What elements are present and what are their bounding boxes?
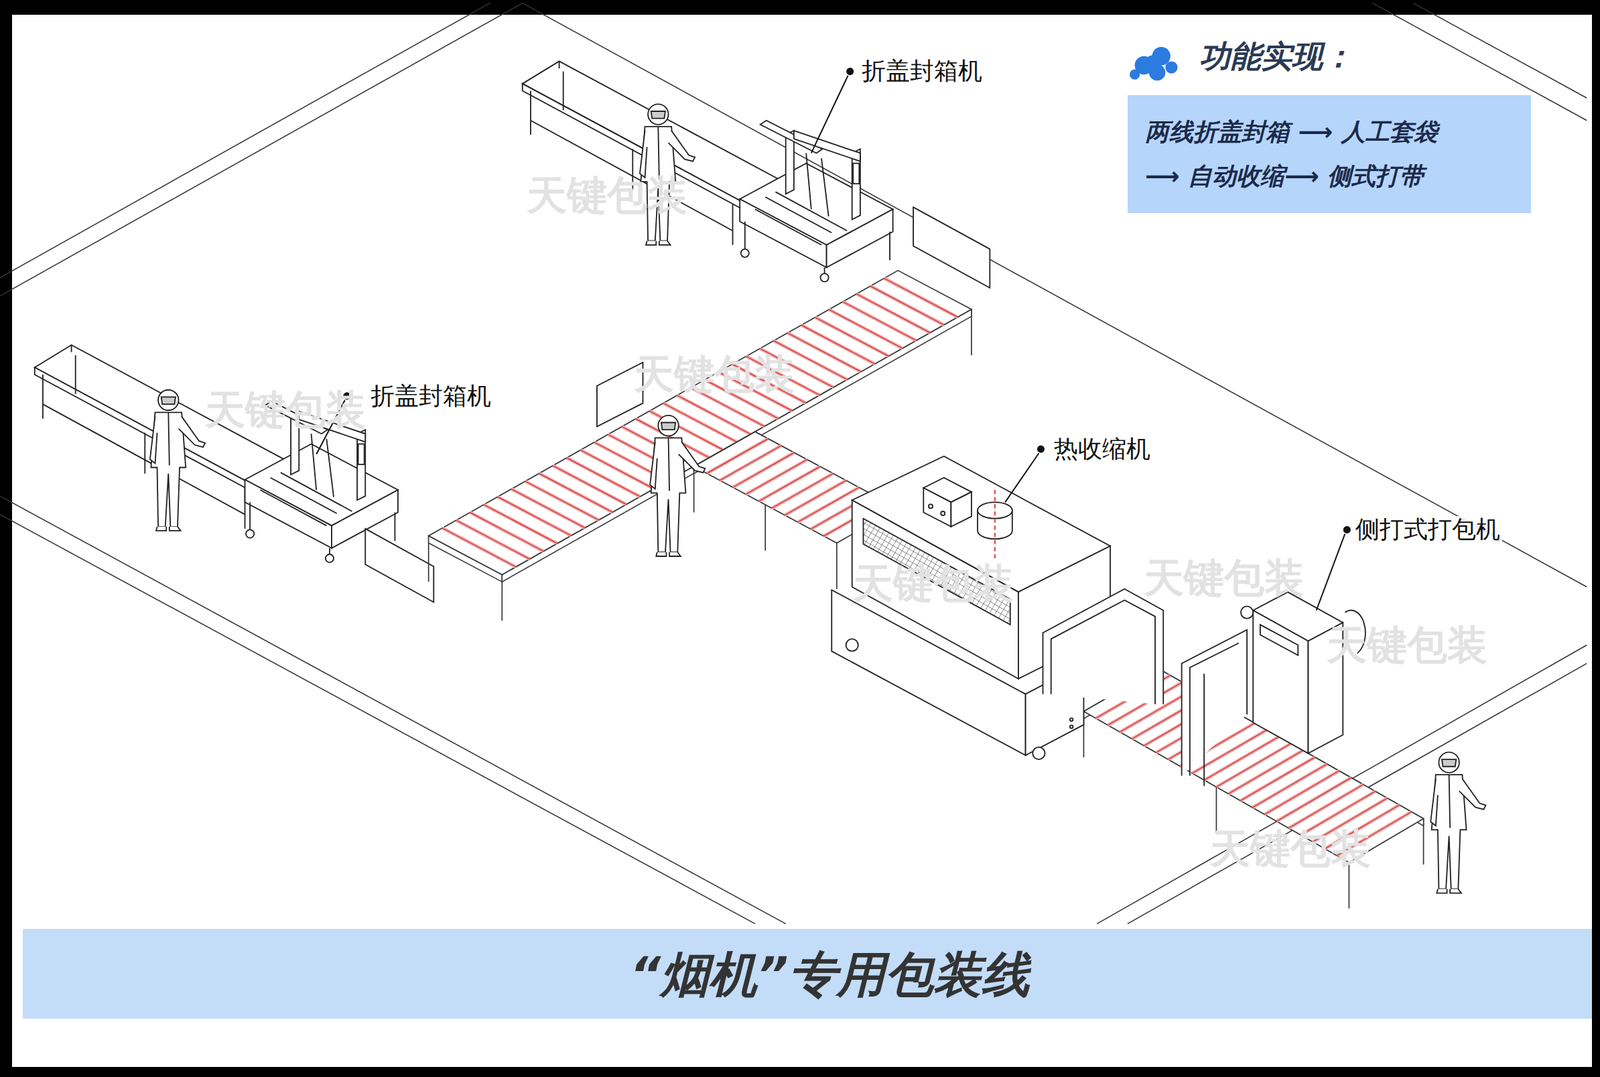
watermark: 天键包装 [1326,623,1488,666]
machine-label: 侧打式打包机 [1353,515,1503,543]
roller [771,473,833,509]
roller [884,278,959,317]
machine-label: 折盖封箱机 [368,382,494,410]
roller [784,480,846,516]
roller [732,452,794,488]
roller [759,466,821,502]
roller [759,466,821,502]
roller [745,459,807,495]
machine-label: 热收缩机 [1051,435,1153,463]
roller [771,473,833,509]
watermark: 天键包装 [1210,826,1371,870]
roller [732,452,794,488]
title-band: “烟机”专用包装线 [22,928,1592,1019]
watermark: 天键包装 [852,561,1014,605]
plant-drawing [0,3,1587,924]
box-heading: 功能实现： [1199,37,1354,76]
function-box: 功能实现：两线折盖封箱 ⟶ 人工套袋 ⟶ 自动收缩⟶ 侧式打带 [1127,95,1531,214]
roller [706,438,768,474]
roller [797,487,859,522]
side-strapping-machine [1181,591,1366,786]
conveyor-leg [764,504,766,551]
conveyor-leg [836,542,838,589]
roller [719,445,781,481]
watermark: 天键包装 [526,173,688,217]
roller [719,445,781,481]
watermark: 天键包装 [1143,556,1305,599]
roller [797,487,859,522]
roller [884,278,959,317]
conveyor-leg [1216,786,1218,833]
roller [784,480,846,516]
watermark: 天键包装 [633,352,795,396]
roller-conveyors [428,270,1424,909]
roller [745,459,807,495]
machine-label: 折盖封箱机 [859,57,985,85]
floor-lines [0,3,1587,924]
box-text: 两线折盖封箱 ⟶ 人工套袋 ⟶ 自动收缩⟶ 侧式打带 [1145,109,1460,199]
diagram-title: “烟机”专用包装线 [629,947,1030,1002]
watermark: 天键包装 [205,387,366,431]
heat-shrink-machine [831,456,1164,760]
roller [706,438,768,474]
star-icon [1129,46,1178,81]
